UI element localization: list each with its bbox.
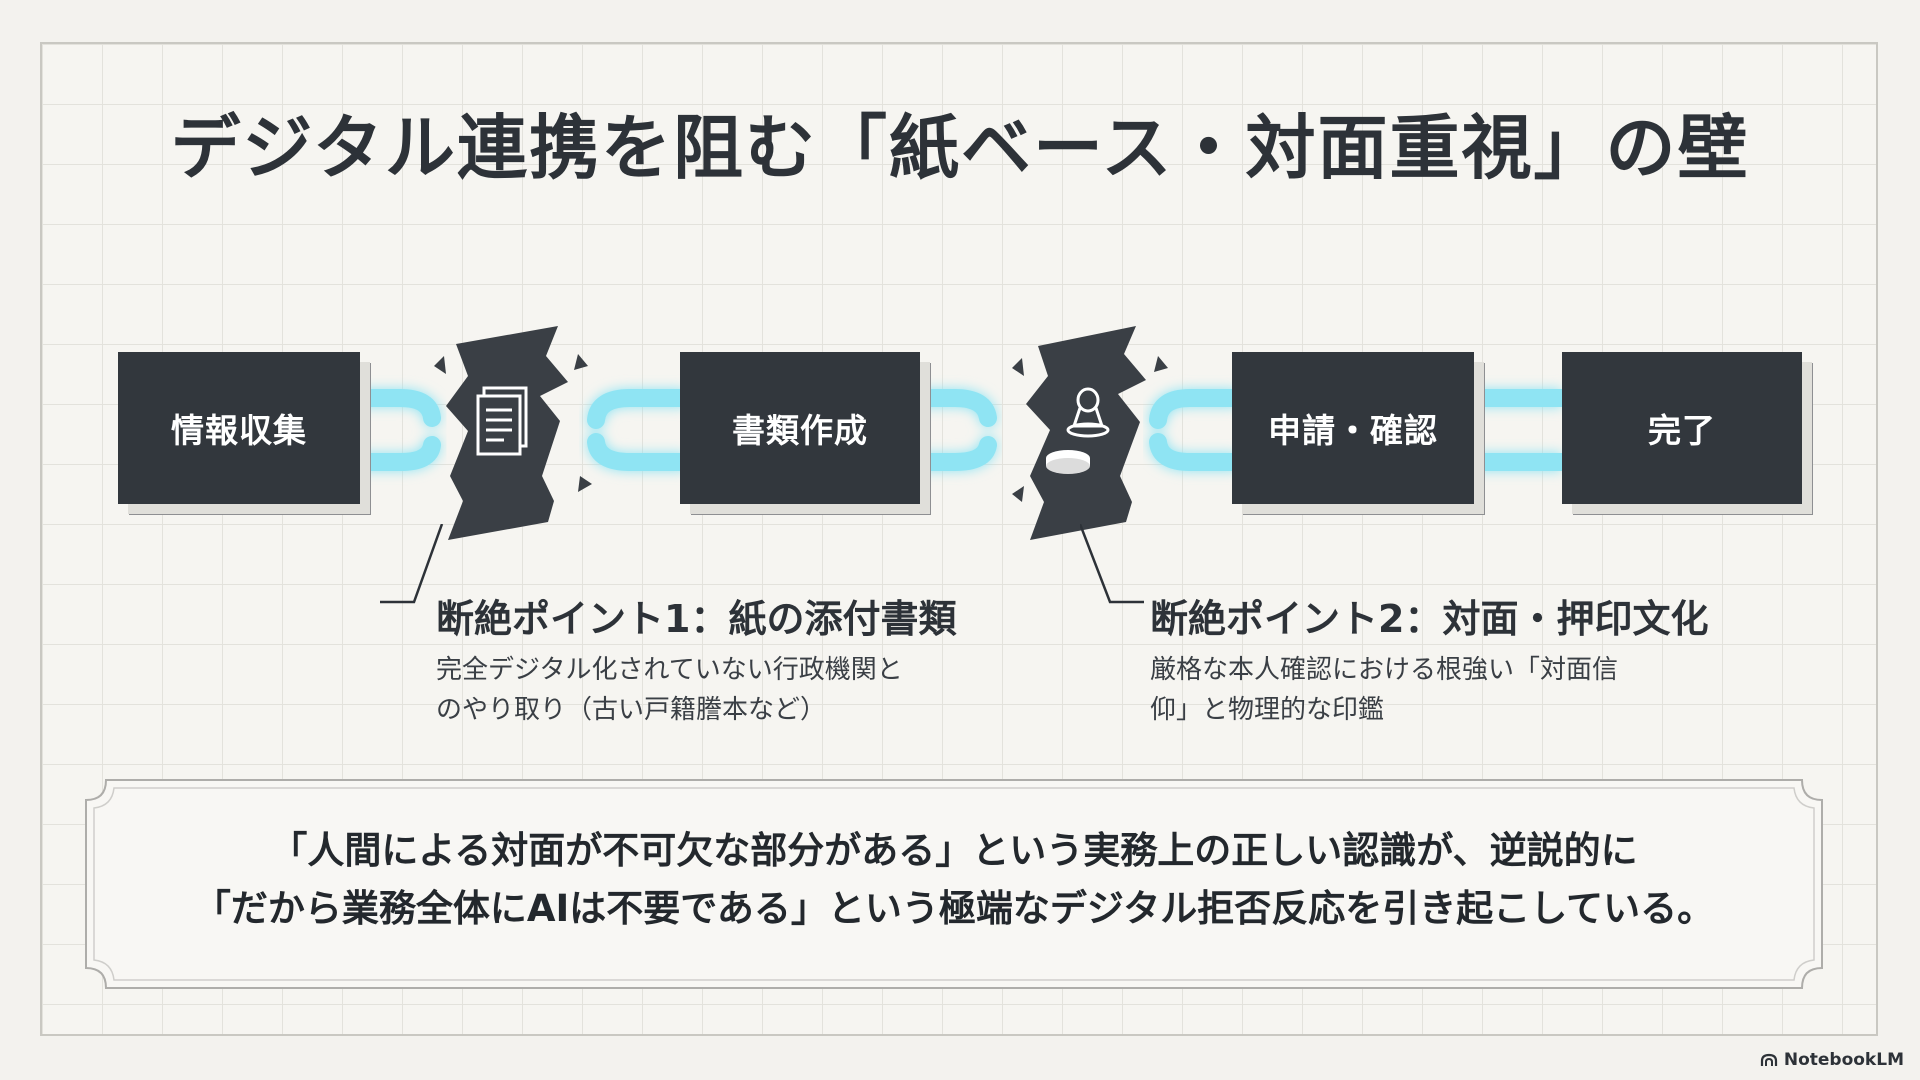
step-completion: 完了 [1562,352,1802,504]
step-application-confirmation: 申請・確認 [1232,352,1474,504]
description-line: 厳格な本人確認における根強い「対面信 [1150,650,1618,690]
conclusion-line-2: 「だから業務全体にAIは不要である」という極端なデジタル拒否反応を引き起こしてい… [84,880,1824,938]
description-line: 仰」と物理的な印鑑 [1150,690,1618,730]
pipe-segment-4 [1158,398,1232,462]
conclusion-line-1: 「人間による対面が不可欠な部分がある」という実務上の正しい認識が、逆説的に [84,822,1824,880]
paper-documents-icon [478,388,526,454]
description-line: 完全デジタル化されていない行政機関と [436,650,903,690]
step-label: 情報収集 [171,404,307,452]
description-line: のやり取り（古い戸籍謄本など） [436,690,903,730]
pipe-segment-5 [1474,398,1562,462]
step-label: 申請・確認 [1268,404,1438,452]
notebooklm-logo-icon [1760,1053,1778,1067]
pipe-segment-2 [596,398,680,462]
step-document-creation: 書類作成 [680,352,920,504]
break-point-1-description: 完全デジタル化されていない行政機関と のやり取り（古い戸籍謄本など） [436,650,903,730]
break-point-2-wall [1008,326,1158,536]
step-information-gathering: 情報収集 [118,352,360,504]
conclusion-text: 「人間による対面が不可欠な部分がある」という実務上の正しい認識が、逆説的に 「だ… [84,822,1824,938]
break-point-2-title: 断絶ポイント2：対面・押印文化 [1150,588,1708,643]
watermark-label: NotebookLM [1784,1050,1904,1070]
break-point-2-description: 厳格な本人確認における根強い「対面信 仰」と物理的な印鑑 [1150,650,1618,730]
break-point-1-title: 断絶ポイント1：紙の添付書類 [436,588,956,643]
pipe-segment-3 [920,398,988,462]
break-point-1-wall [428,326,578,536]
notebooklm-watermark: NotebookLM [1760,1050,1904,1070]
pipe-segment-1 [360,398,432,462]
step-label: 完了 [1648,404,1716,452]
step-label: 書類作成 [732,404,868,452]
